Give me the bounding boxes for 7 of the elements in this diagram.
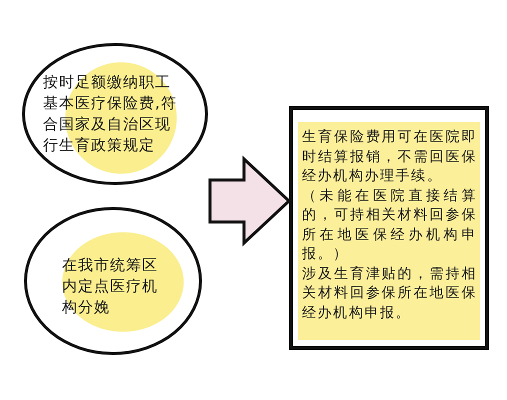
block-arrow: [208, 156, 292, 246]
node-text: 按时足额缴纳职工基本医疗保险费,符合国家及自治区现行生育政策规定: [43, 72, 177, 156]
node-text: 在我市统筹区内定点医疗机构分娩: [62, 255, 159, 318]
note-text: 生育保险费用可在医院即时结算报销，不需回医保经办机构办理手续。: [302, 128, 477, 186]
bordered-box: [289, 106, 489, 350]
note-text: 涉及生育津贴的，需持相关材料回参保所在地医保经办机构申报。: [302, 264, 477, 322]
note-text: （未能在医院直接结算的，可持相关材料回参保所在地医保经办机构申报。）: [302, 186, 477, 264]
